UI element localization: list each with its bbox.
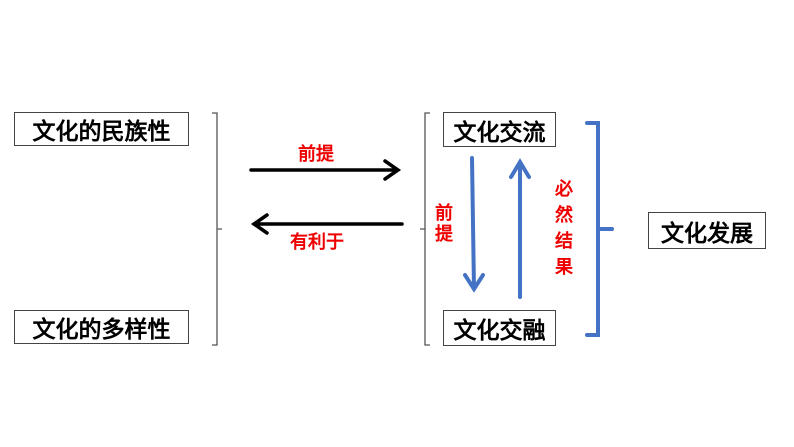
node-diversity: 文化的多样性 (14, 310, 189, 344)
node-development: 文化发展 (648, 212, 766, 249)
node-exchange: 文化交流 (443, 112, 556, 147)
label-inevitable-result: 必然结果 (555, 179, 573, 278)
blue-bracket (585, 121, 614, 337)
down-arrow (463, 156, 485, 293)
label-premise-right: 前提 (298, 144, 334, 165)
up-arrow (509, 158, 531, 299)
middle-bracket (420, 112, 430, 346)
node-ethnicity: 文化的民族性 (14, 112, 189, 146)
label-beneficial: 有利于 (290, 232, 344, 253)
left-bracket (212, 112, 222, 346)
left-arrow (250, 213, 404, 235)
label-premise-down: 前提 (435, 203, 453, 245)
right-arrow (249, 159, 402, 181)
node-fusion: 文化交融 (443, 310, 556, 346)
